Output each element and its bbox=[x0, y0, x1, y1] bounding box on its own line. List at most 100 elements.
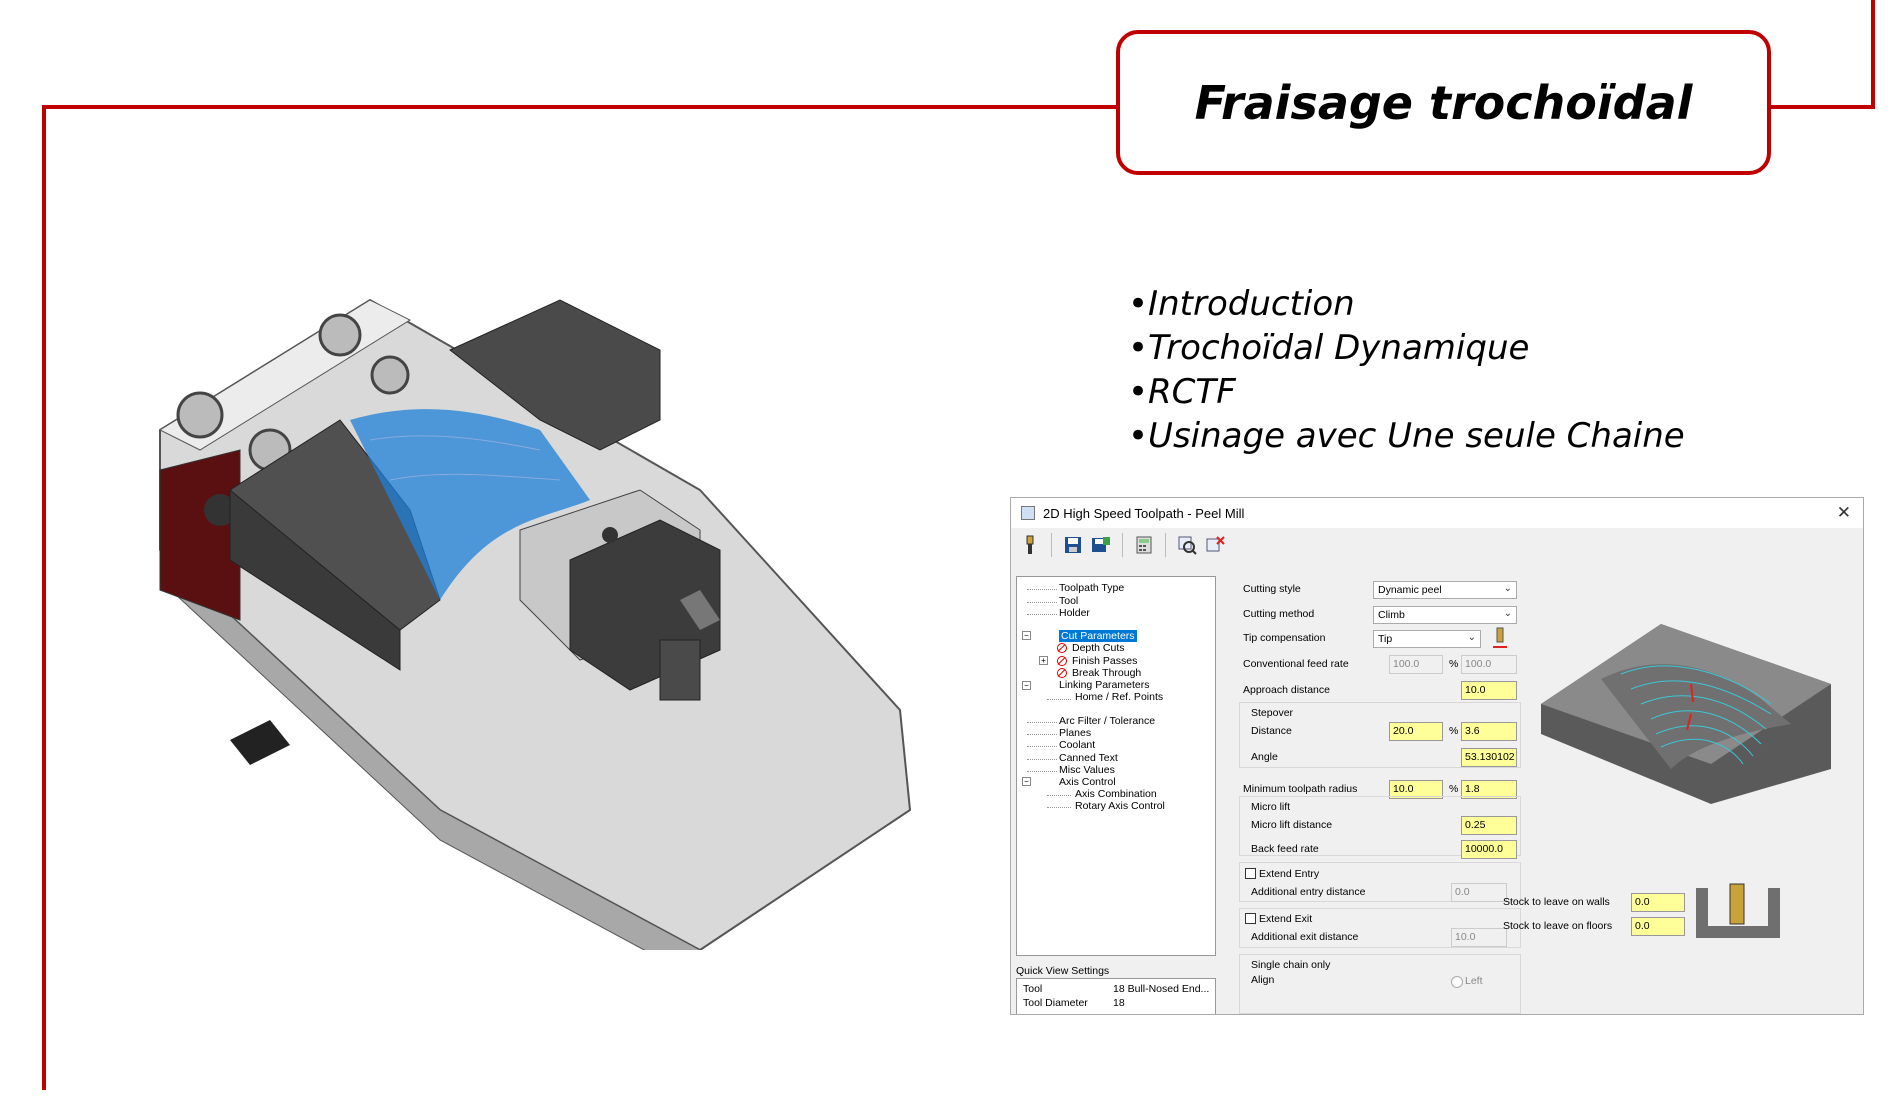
save-icon[interactable] bbox=[1062, 534, 1084, 556]
stock-walls-input[interactable]: 0.0 bbox=[1631, 893, 1685, 912]
tree-expander[interactable]: − bbox=[1022, 679, 1035, 691]
stepover-angle-input[interactable]: 53.130102 bbox=[1461, 748, 1517, 767]
tree-item-depth-cuts[interactable]: Depth Cuts bbox=[1057, 642, 1125, 654]
stock-floors-input[interactable]: 0.0 bbox=[1631, 917, 1685, 936]
toolpath-dialog: 2D High Speed Toolpath - Peel Mill ✕ Too… bbox=[1010, 497, 1864, 1015]
additional-exit-input[interactable]: 10.0 bbox=[1451, 928, 1507, 947]
stock-floors-label: Stock to leave on floors bbox=[1503, 920, 1613, 932]
tool-icon[interactable] bbox=[1019, 534, 1041, 556]
tree-item-axis-control[interactable]: Axis Control bbox=[1059, 776, 1116, 788]
additional-exit-label: Additional exit distance bbox=[1251, 931, 1359, 943]
tree-item-axis-combination[interactable]: Axis Combination bbox=[1075, 788, 1157, 800]
tree-item-cut-parameters[interactable]: Cut Parameters bbox=[1059, 630, 1137, 642]
tree-item-break-through[interactable]: Break Through bbox=[1057, 667, 1141, 679]
cutting-style-label: Cutting style bbox=[1243, 583, 1301, 595]
tree-item-misc-values[interactable]: Misc Values bbox=[1059, 764, 1115, 776]
tree-item-tool[interactable]: Tool bbox=[1059, 595, 1079, 607]
bullet-item: •Trochoïdal Dynamique bbox=[1128, 328, 1530, 368]
tree-item-canned-text[interactable]: Canned Text bbox=[1059, 752, 1118, 764]
min-radius-percent-input[interactable]: 1.8 bbox=[1461, 780, 1517, 799]
conventional-feed-percent-input[interactable]: 100.0 bbox=[1461, 655, 1517, 674]
stepover-label: Stepover bbox=[1251, 707, 1294, 719]
tree-expander[interactable]: + bbox=[1039, 654, 1052, 666]
bullet-item: •RCTF bbox=[1128, 372, 1236, 412]
stepover-percent-input[interactable]: 3.6 bbox=[1461, 722, 1517, 741]
toolbar-separator bbox=[1165, 533, 1166, 557]
tree-item-arc-filter[interactable]: Arc Filter / Tolerance bbox=[1059, 715, 1156, 727]
additional-entry-input[interactable]: 0.0 bbox=[1451, 883, 1507, 902]
distance-label: Distance bbox=[1251, 725, 1292, 737]
view-icon[interactable] bbox=[1176, 534, 1198, 556]
peel-mill-preview bbox=[1541, 624, 1831, 804]
tree-item-home-ref-points[interactable]: Home / Ref. Points bbox=[1075, 691, 1164, 703]
cutting-method-label: Cutting method bbox=[1243, 608, 1315, 620]
align-left-radio[interactable] bbox=[1451, 976, 1463, 988]
stepover-distance-input[interactable]: 20.0 bbox=[1389, 722, 1443, 741]
tree-item-rotary-axis-control[interactable]: Rotary Axis Control bbox=[1075, 800, 1165, 812]
bullet-item: •Introduction bbox=[1128, 284, 1355, 324]
error-icon bbox=[1057, 643, 1067, 654]
stock-walls-label: Stock to leave on walls bbox=[1503, 896, 1610, 908]
percent-sign: % bbox=[1449, 658, 1459, 670]
tree-item-toolpath-type[interactable]: Toolpath Type bbox=[1059, 582, 1125, 594]
tree-item-label: Break Through bbox=[1072, 667, 1142, 679]
title-box: Fraisage trochoïdal bbox=[1116, 30, 1771, 175]
error-icon bbox=[1057, 656, 1067, 667]
cut-parameters-panel: Cutting style Dynamic peel⌄ Cutting meth… bbox=[1221, 574, 1861, 1014]
tree-item-linking-parameters[interactable]: Linking Parameters bbox=[1059, 679, 1150, 691]
tree-item-label: Depth Cuts bbox=[1072, 642, 1125, 654]
calculator-icon[interactable] bbox=[1133, 534, 1155, 556]
cutting-method-select[interactable]: Climb ⌄ bbox=[1373, 606, 1517, 624]
vise-illustration bbox=[158, 298, 912, 950]
tip-compensation-label: Tip compensation bbox=[1243, 632, 1326, 644]
micro-lift-distance-input[interactable]: 0.25 bbox=[1461, 816, 1517, 835]
conventional-feed-input[interactable]: 100.0 bbox=[1389, 655, 1443, 674]
min-toolpath-radius-label: Minimum toolpath radius bbox=[1243, 783, 1358, 795]
tree-item-coolant[interactable]: Coolant bbox=[1059, 739, 1096, 751]
delete-icon[interactable] bbox=[1204, 534, 1226, 556]
align-left-label: Left bbox=[1465, 975, 1483, 987]
tree-item-finish-passes[interactable]: Finish Passes bbox=[1057, 655, 1137, 667]
extend-entry-checkbox[interactable] bbox=[1245, 868, 1256, 879]
quick-view-value: 18 Bull-Nosed End... bbox=[1113, 983, 1210, 995]
micro-lift-distance-label: Micro lift distance bbox=[1251, 819, 1333, 831]
toolbar-separator bbox=[1122, 533, 1123, 557]
back-feed-rate-input[interactable]: 10000.0 bbox=[1461, 840, 1517, 859]
chevron-down-icon: ⌄ bbox=[1503, 583, 1512, 594]
stock-to-leave-icon bbox=[1696, 883, 1780, 938]
tree-expander[interactable]: − bbox=[1022, 629, 1035, 641]
tip-compensation-select[interactable]: Tip⌄ bbox=[1373, 630, 1481, 648]
angle-label: Angle bbox=[1251, 751, 1278, 763]
cutting-style-select[interactable]: Dynamic peel⌄ bbox=[1373, 581, 1517, 599]
conventional-feed-label: Conventional feed rate bbox=[1243, 658, 1349, 670]
tree-item-planes[interactable]: Planes bbox=[1059, 727, 1092, 739]
stepover-group bbox=[1239, 702, 1521, 768]
single-chain-label: Single chain only bbox=[1251, 959, 1331, 971]
close-icon[interactable]: ✕ bbox=[1836, 503, 1851, 522]
select-value: Climb bbox=[1378, 609, 1405, 621]
error-icon bbox=[1057, 668, 1067, 679]
extend-entry-label: Extend Entry bbox=[1259, 868, 1320, 880]
frame-line-left bbox=[42, 105, 46, 1090]
toolbar-separator bbox=[1051, 533, 1052, 557]
quick-view-panel: Tool 18 Bull-Nosed End... Tool Diameter … bbox=[1016, 978, 1216, 1014]
save-all-icon[interactable] bbox=[1090, 534, 1112, 556]
extend-exit-group bbox=[1239, 908, 1521, 948]
window-icon bbox=[1021, 506, 1035, 520]
bullet-list: •Introduction •Trochoïdal Dynamique •RCT… bbox=[1128, 282, 1685, 458]
dialog-toolbar bbox=[1011, 528, 1863, 562]
quick-view-label: Tool Diameter bbox=[1023, 997, 1088, 1009]
slide-title: Fraisage trochoïdal bbox=[1194, 75, 1693, 130]
percent-sign: % bbox=[1449, 725, 1459, 737]
chevron-down-icon: ⌄ bbox=[1503, 608, 1512, 619]
frame-line-top-left bbox=[42, 105, 1118, 109]
min-radius-input[interactable]: 10.0 bbox=[1389, 780, 1443, 799]
approach-distance-input[interactable]: 10.0 bbox=[1461, 681, 1517, 700]
quick-view-value: 18 bbox=[1113, 997, 1125, 1009]
extend-exit-checkbox[interactable] bbox=[1245, 913, 1256, 924]
parameter-tree: Toolpath Type Tool Holder − Cut Paramete… bbox=[1016, 576, 1216, 956]
dialog-titlebar: 2D High Speed Toolpath - Peel Mill ✕ bbox=[1011, 498, 1863, 528]
extend-entry-group bbox=[1239, 862, 1521, 902]
tree-item-holder[interactable]: Holder bbox=[1059, 607, 1090, 619]
tree-expander[interactable]: − bbox=[1022, 775, 1035, 787]
